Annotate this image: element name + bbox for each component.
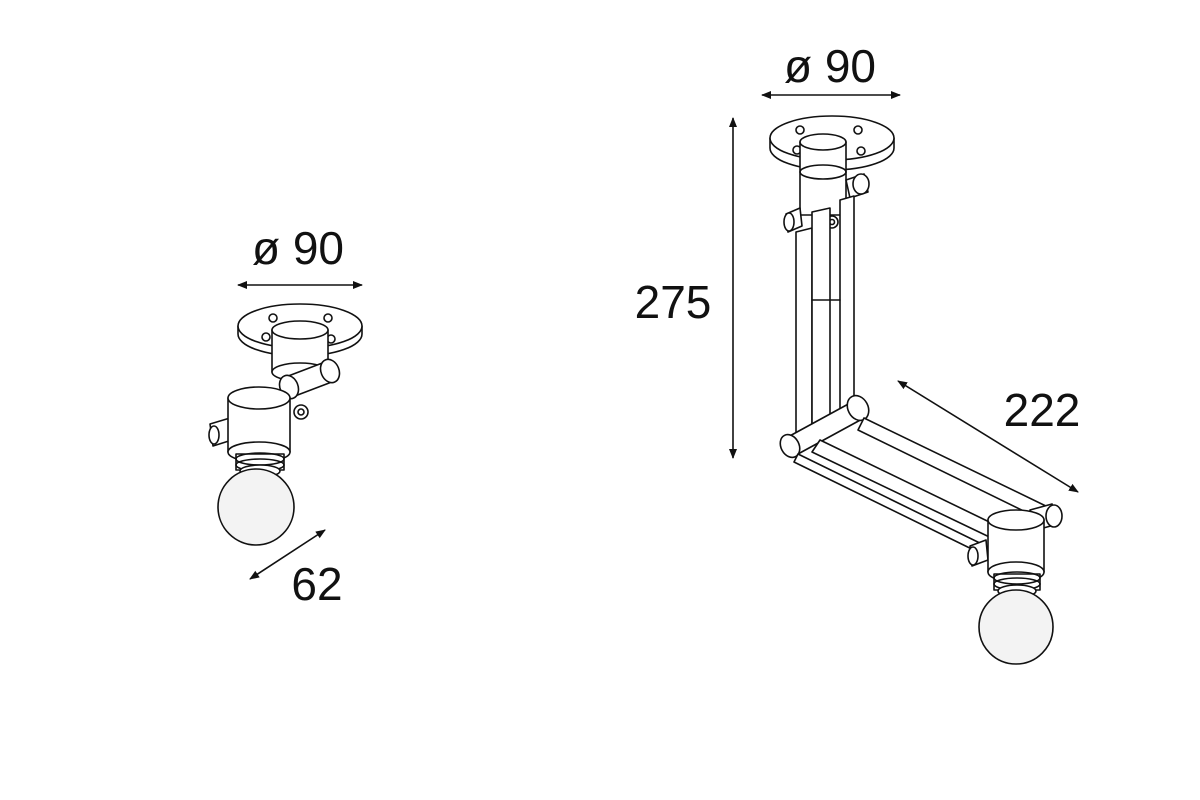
small-depth-dimension: 62 <box>249 529 343 610</box>
large-end-knob <box>967 503 1063 567</box>
small-bulb <box>217 468 295 546</box>
large-stem <box>799 133 847 229</box>
large-height-label: 275 <box>635 276 712 328</box>
large-arm-label: 222 <box>1004 384 1081 436</box>
large-arm-dimension: 222 <box>897 380 1081 493</box>
small-spotlight <box>208 303 363 546</box>
large-vertical-arm <box>795 195 855 441</box>
large-elbow-joint <box>779 394 870 459</box>
large-diameter-label: ø 90 <box>784 40 876 92</box>
small-ceiling-plate <box>237 303 363 357</box>
large-bulb <box>978 589 1054 665</box>
large-lamp-body <box>987 509 1045 583</box>
large-diameter-dimension: ø 90 <box>761 40 901 99</box>
small-lamp-body <box>208 386 291 463</box>
small-depth-label: 62 <box>291 558 342 610</box>
small-diameter-dimension: ø 90 <box>237 222 363 289</box>
large-height-dimension: 275 <box>635 117 737 459</box>
large-top-pivot <box>783 173 870 233</box>
small-diameter-label: ø 90 <box>252 222 344 274</box>
small-socket <box>235 452 285 478</box>
